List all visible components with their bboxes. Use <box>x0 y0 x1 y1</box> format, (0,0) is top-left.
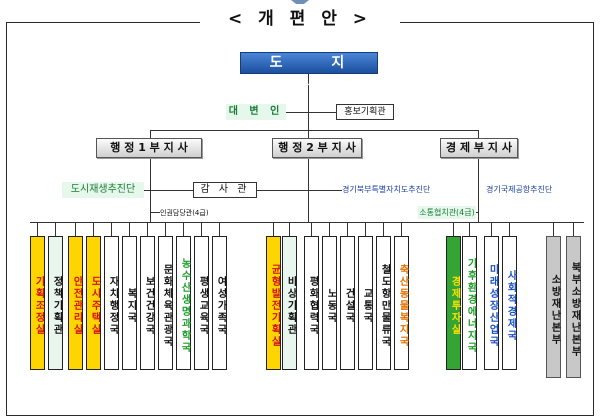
connector-line <box>165 222 166 236</box>
vice-governor-economy-box: 경 제 부 지 사 <box>440 138 518 158</box>
connector-line <box>257 190 342 191</box>
connector-line <box>311 222 312 236</box>
connector-line <box>553 222 554 236</box>
connector-line <box>201 222 202 236</box>
comm-governance-box: 소통협치관(4급) <box>418 206 476 219</box>
dept-box-depts1: 복지국 <box>122 236 137 370</box>
dept-box-depts1: 여성가족국 <box>212 236 227 370</box>
connector-line <box>75 222 76 236</box>
connector-line <box>93 222 94 236</box>
connector-line <box>150 212 160 213</box>
dept-box-depts1: 농수산생명과학국 <box>176 236 191 370</box>
dept-box-depts2: 노동국 <box>322 236 337 370</box>
triangle-marker-icon <box>291 0 309 7</box>
dept-box-depts1: 도시주택실 <box>86 236 101 370</box>
dept-box-depts3: 사회적경제국 <box>502 236 517 370</box>
dept-box-depts1: 문화체육관광국 <box>158 236 173 370</box>
connector-line <box>478 158 479 222</box>
connector-line <box>509 222 510 236</box>
connector-line <box>469 222 470 236</box>
connector-line <box>347 222 348 236</box>
connector-line <box>383 222 384 236</box>
human-rights-label: 인권담당관(4급) <box>160 209 209 217</box>
connector-line <box>30 222 584 223</box>
connector-line <box>573 222 574 236</box>
connector-line <box>453 222 454 236</box>
connector-line <box>308 74 309 138</box>
dept-box-depts3: 기후환경에너지국 <box>462 236 477 370</box>
connector-line <box>478 130 479 138</box>
pr-planning-box: 홍보기획관 <box>336 104 394 120</box>
audit-box: 감 사 관 <box>193 182 257 198</box>
connector-line <box>183 222 184 236</box>
connector-line <box>55 222 56 236</box>
connector-line <box>491 222 492 236</box>
governor-box: 도 지 사 <box>240 52 378 91</box>
urban-regen-box: 도시재생추진단 <box>62 182 144 198</box>
connector-line <box>329 222 330 236</box>
dept-box-depts2: 평화협력국 <box>304 236 319 370</box>
vice-governor-2-box: 행 정 2 부 지 사 <box>272 138 362 158</box>
spokesperson-box: 대 변 인 <box>226 104 286 120</box>
dept-box-depts3: 미래성장산업국 <box>484 236 499 370</box>
connector-line <box>365 222 366 236</box>
dept-box-depts2: 철도항만물류국 <box>376 236 391 370</box>
connector-line <box>286 112 336 113</box>
dept-box-depts2: 교통국 <box>358 236 373 370</box>
dept-box-depts2: 균형발전기획실 <box>266 236 281 370</box>
dept-box-depts2: 비상기획관 <box>282 236 297 370</box>
connector-line <box>289 222 290 236</box>
dept-box-depts1: 안전관리실 <box>68 236 83 370</box>
intl-airport-label: 경기국제공항추진단 <box>486 185 553 194</box>
dept-box-depts2: 축산동물복지국 <box>394 236 409 370</box>
connector-line <box>219 222 220 236</box>
dept-box-fire: 북부소방재난본부 <box>566 236 581 378</box>
connector-line <box>111 222 112 236</box>
dept-box-fire: 소방재난본부 <box>546 236 561 378</box>
connector-line <box>150 130 151 138</box>
connector-line <box>144 190 193 191</box>
dept-box-depts1: 기획조정실 <box>30 236 45 370</box>
dept-box-depts1: 평생교육국 <box>194 236 209 370</box>
dept-box-depts1: 보건건강국 <box>140 236 155 370</box>
connector-line <box>273 222 274 236</box>
connector-line <box>37 222 38 236</box>
dept-box-depts3: 경제투자실 <box>446 236 461 370</box>
connector-line <box>129 222 130 236</box>
connector-line <box>150 130 478 131</box>
north-special-label: 경기북부특별자치도추진단 <box>342 185 431 194</box>
dept-box-depts2: 건설국 <box>340 236 355 370</box>
connector-line <box>401 222 402 236</box>
dept-box-depts1: 자치행정국 <box>104 236 119 370</box>
vice-governor-1-box: 행 정 1 부 지 사 <box>96 138 202 158</box>
connector-line <box>147 222 148 236</box>
page-title: < 개 편 안 > <box>200 4 400 34</box>
dept-box-depts1: 정책기획관 <box>48 236 63 370</box>
